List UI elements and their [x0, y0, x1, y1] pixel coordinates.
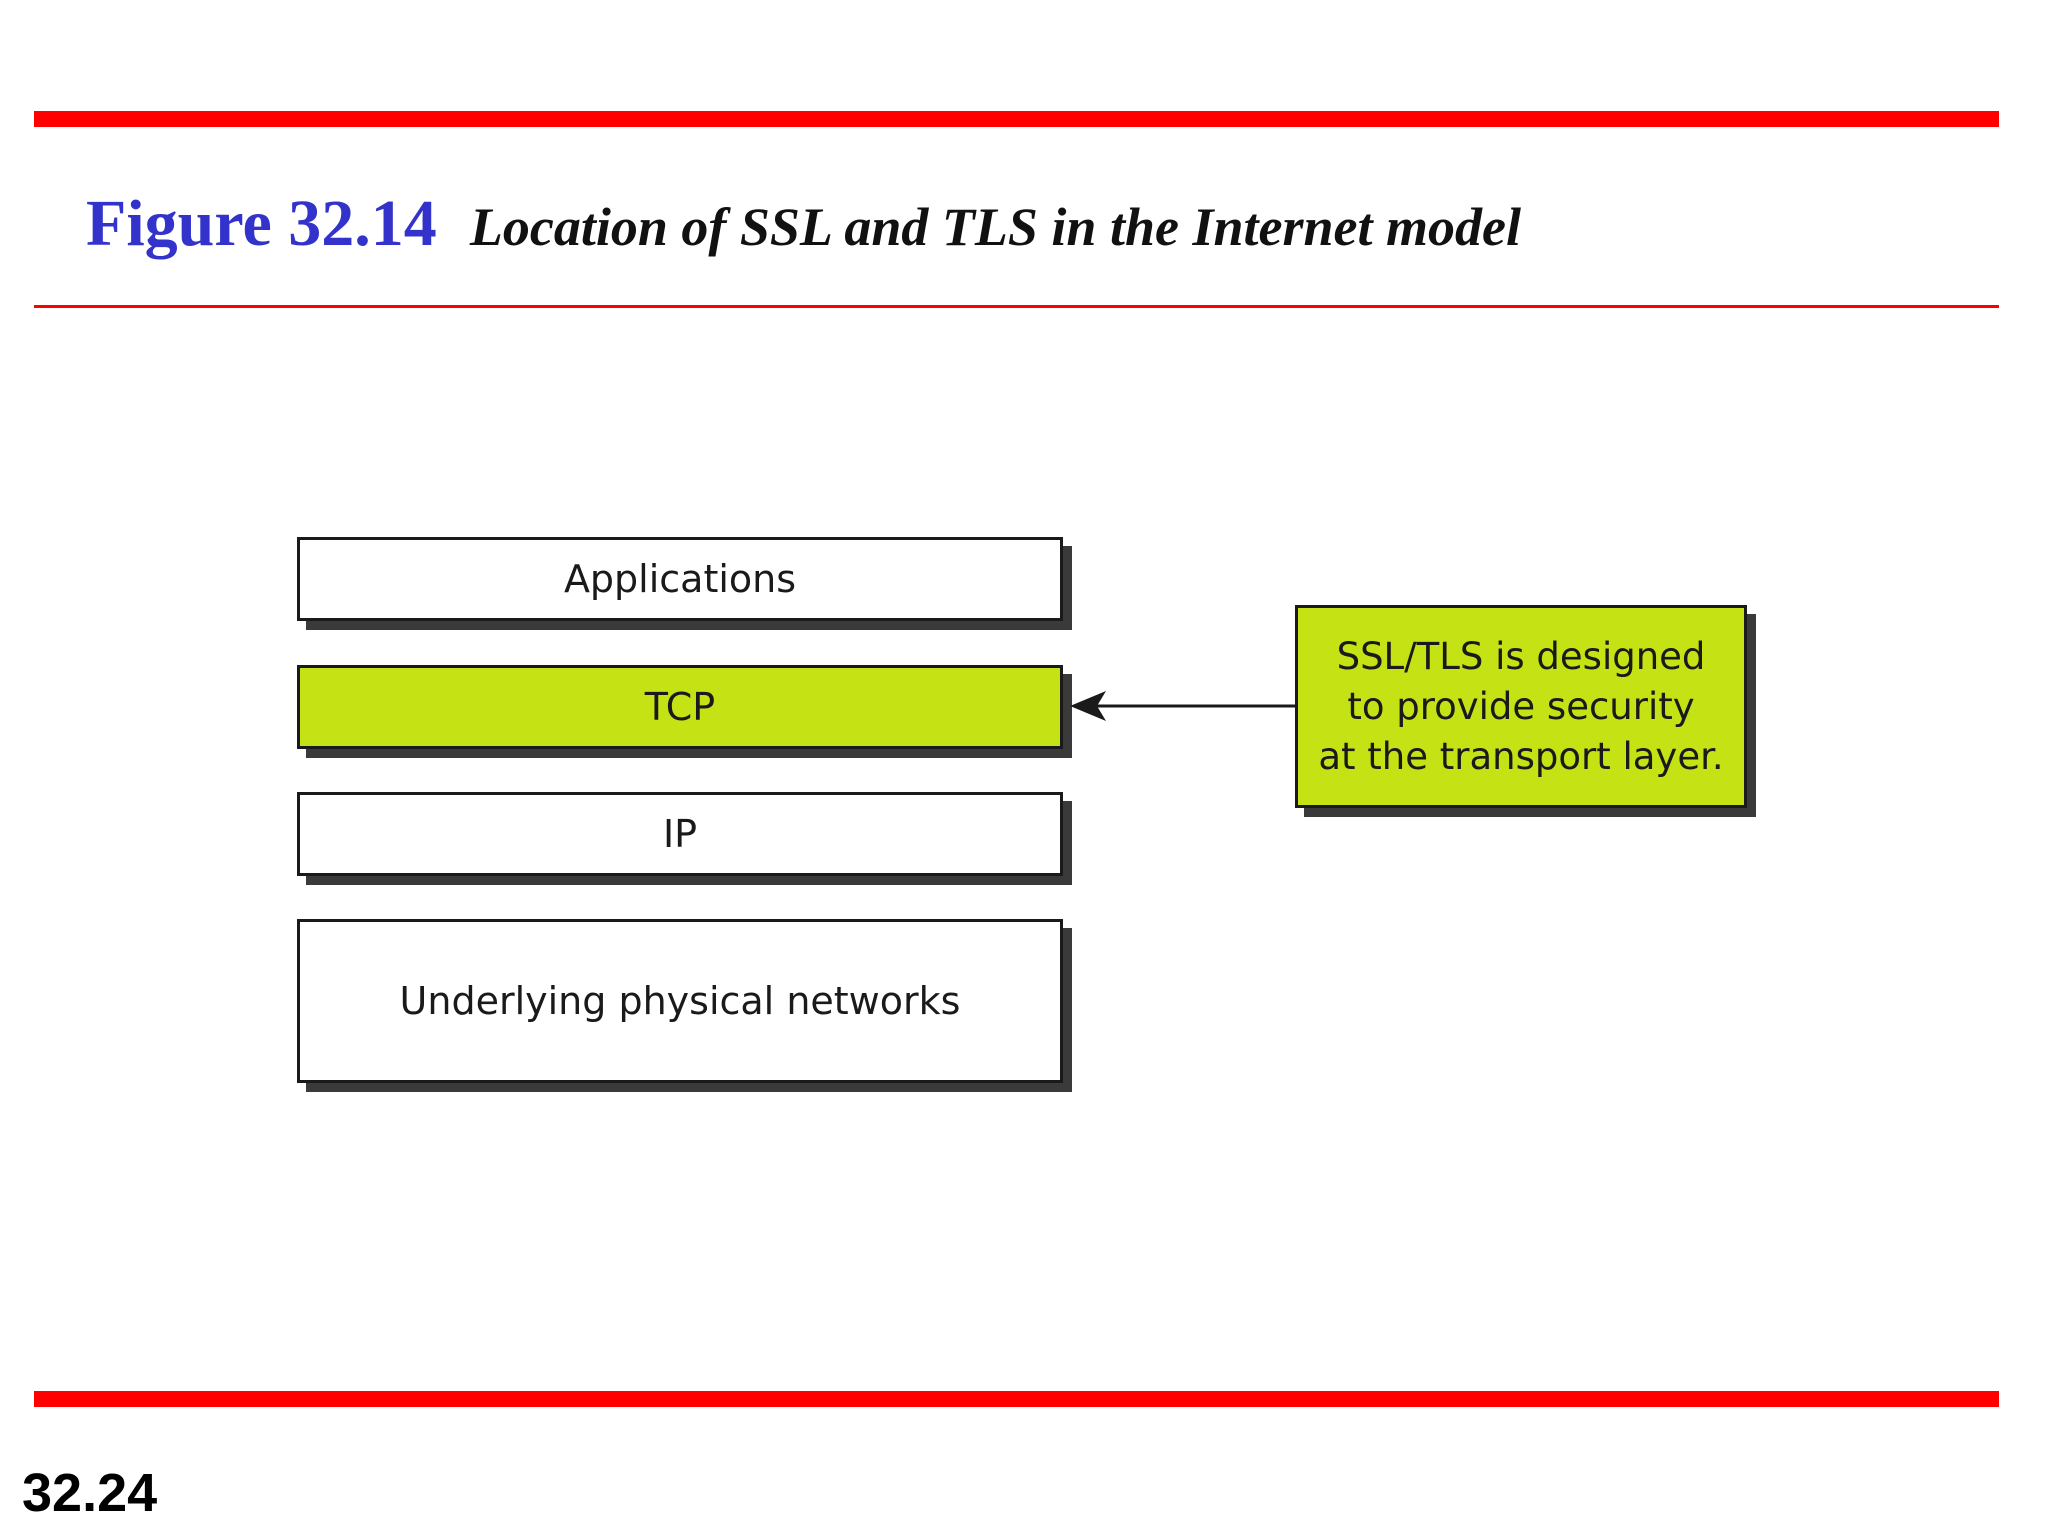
ssl-tls-note: SSL/TLS is designed to provide security …: [1295, 605, 1747, 808]
note-text: SSL/TLS is designed to provide security …: [1318, 632, 1723, 782]
layer-physical-networks: Underlying physical networks: [297, 919, 1063, 1083]
layer-label: TCP: [644, 685, 716, 729]
layer-label: IP: [662, 812, 698, 856]
top-red-rule: [34, 111, 1999, 127]
layer-ip: IP: [297, 792, 1063, 876]
figure-title: Figure 32.14 Location of SSL and TLS in …: [86, 186, 1521, 262]
slide-number: 32.24: [22, 1463, 158, 1523]
title-underline-rule: [34, 305, 1999, 308]
note-line: to provide security: [1347, 684, 1695, 728]
figure-label: Figure 32.14: [86, 187, 437, 260]
layer-label: Applications: [563, 557, 797, 601]
figure-caption: Location of SSL and TLS in the Internet …: [469, 197, 1521, 257]
bottom-red-rule: [34, 1391, 1999, 1407]
note-line: SSL/TLS is designed: [1336, 634, 1706, 678]
arrow-head: [1070, 691, 1106, 721]
layer-tcp: TCP: [297, 665, 1063, 749]
layer-applications: Applications: [297, 537, 1063, 621]
note-line: at the transport layer.: [1318, 734, 1724, 778]
layer-label: Underlying physical networks: [399, 979, 961, 1023]
